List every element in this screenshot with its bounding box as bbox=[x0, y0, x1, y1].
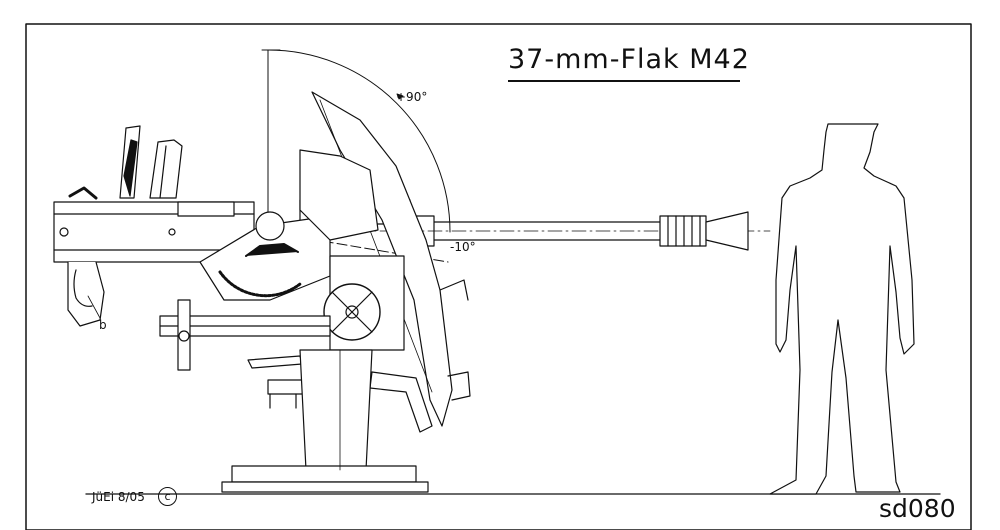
ammunition-clips bbox=[68, 125, 183, 200]
sheet-code: sd080 bbox=[879, 494, 956, 523]
author-credit: JüEi 8/05 bbox=[92, 490, 145, 504]
copyright-icon: c bbox=[158, 487, 177, 506]
drawing-border bbox=[25, 23, 972, 530]
human-silhouette bbox=[769, 123, 915, 495]
part-label: b bbox=[99, 318, 107, 332]
drawing-title: 37-mm-Flak M42 bbox=[508, 44, 750, 75]
title-underline bbox=[508, 80, 740, 82]
upper-carriage bbox=[299, 149, 405, 351]
pedestal-base bbox=[221, 349, 429, 493]
muzzle-brake bbox=[659, 211, 749, 251]
elevation-min-label: -10° bbox=[450, 240, 476, 254]
elevation-max-label: +90° bbox=[396, 90, 428, 104]
hand-grip bbox=[67, 261, 105, 327]
cradle-sector bbox=[199, 211, 331, 301]
